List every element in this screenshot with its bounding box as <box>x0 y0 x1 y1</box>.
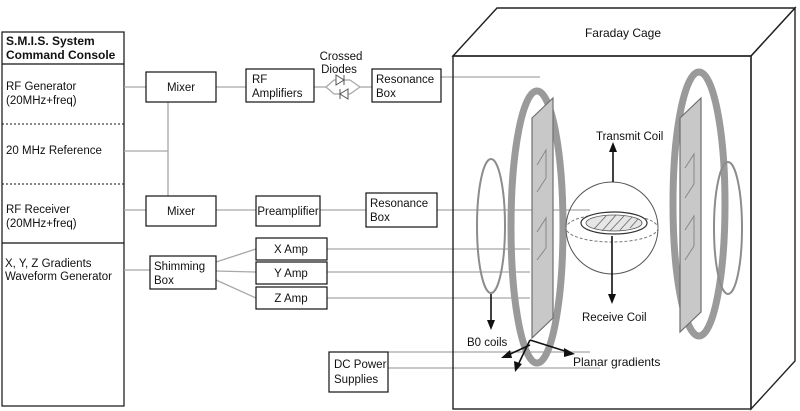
svg-text:Box: Box <box>370 212 390 224</box>
reference-label: 20 MHz Reference <box>6 145 102 157</box>
mixer-bottom: Mixer <box>145 195 217 227</box>
console-title-line1: S.M.I.S. System <box>6 34 95 48</box>
svg-text:Crossed: Crossed <box>320 51 363 63</box>
svg-text:RF: RF <box>252 74 267 86</box>
receive-coil-label: Receive Coil <box>582 312 647 324</box>
rf-generator-label: RF Generator <box>6 81 76 93</box>
planar-gradients-label: Planar gradients <box>573 355 660 369</box>
svg-text:Preamplifier: Preamplifier <box>257 206 319 218</box>
gradients-label: X, Y, Z Gradients <box>5 258 92 270</box>
crossed-diodes: Crossed Diodes <box>320 51 363 100</box>
faraday-cage: Faraday Cage <box>451 6 797 411</box>
z-amp: Z Amp <box>255 286 328 310</box>
b0-coils-label: B0 coils <box>467 337 508 349</box>
svg-text:Resonance: Resonance <box>376 74 434 86</box>
planar-gradient-right <box>679 96 702 334</box>
b0-coil-right <box>669 68 729 340</box>
svg-text:Mixer: Mixer <box>167 82 195 94</box>
rf-receiver-label: RF Receiver <box>6 204 70 216</box>
resonance-box-top: Resonance Box <box>371 68 442 103</box>
svg-text:Box: Box <box>154 275 174 287</box>
console-title-line2: Command Console <box>6 48 116 62</box>
svg-text:Supplies: Supplies <box>334 374 378 386</box>
svg-text:Diodes: Diodes <box>321 64 357 76</box>
dc-power-supplies: DC Power Supplies <box>328 351 389 393</box>
svg-text:Z Amp: Z Amp <box>274 293 307 305</box>
b0-coil-left-thin <box>476 158 506 294</box>
preamplifier: Preamplifier <box>255 195 321 227</box>
svg-text:Mixer: Mixer <box>167 206 195 218</box>
svg-text:X Amp: X Amp <box>274 244 308 256</box>
console-frame <box>1 31 125 407</box>
planar-gradient-left <box>531 96 554 340</box>
command-console: S.M.I.S. System Command Console RF Gener… <box>1 31 125 407</box>
rf-amplifiers: RF Amplifiers <box>245 68 315 103</box>
rf-receiver-freq: (20MHz+freq) <box>6 218 77 230</box>
x-amp: X Amp <box>255 237 328 261</box>
shimming-box: Shimming Box <box>149 255 217 290</box>
b0-coil-right-thin <box>713 161 743 295</box>
cage-title: Faraday Cage <box>585 26 661 40</box>
svg-text:DC Power: DC Power <box>334 359 387 371</box>
b0-coil-left <box>507 87 567 367</box>
svg-text:Amplifiers: Amplifiers <box>252 88 303 100</box>
coil-assembly <box>476 68 743 367</box>
mixer-top: Mixer <box>145 71 217 103</box>
svg-text:Box: Box <box>376 88 396 100</box>
resonance-box-bottom: Resonance Box <box>365 192 438 228</box>
signal-wires <box>124 76 600 369</box>
waveform-generator-label: Waveform Generator <box>5 271 112 283</box>
svg-text:Y Amp: Y Amp <box>274 268 308 280</box>
y-amp: Y Amp <box>255 261 328 285</box>
svg-text:Shimming: Shimming <box>154 261 205 273</box>
cage-annotations: Transmit Coil Receive Coil B0 coils Plan… <box>467 131 663 372</box>
svg-text:Resonance: Resonance <box>370 198 428 210</box>
transmit-coil-label: Transmit Coil <box>596 131 663 143</box>
rf-generator-freq: (20MHz+freq) <box>6 95 77 107</box>
